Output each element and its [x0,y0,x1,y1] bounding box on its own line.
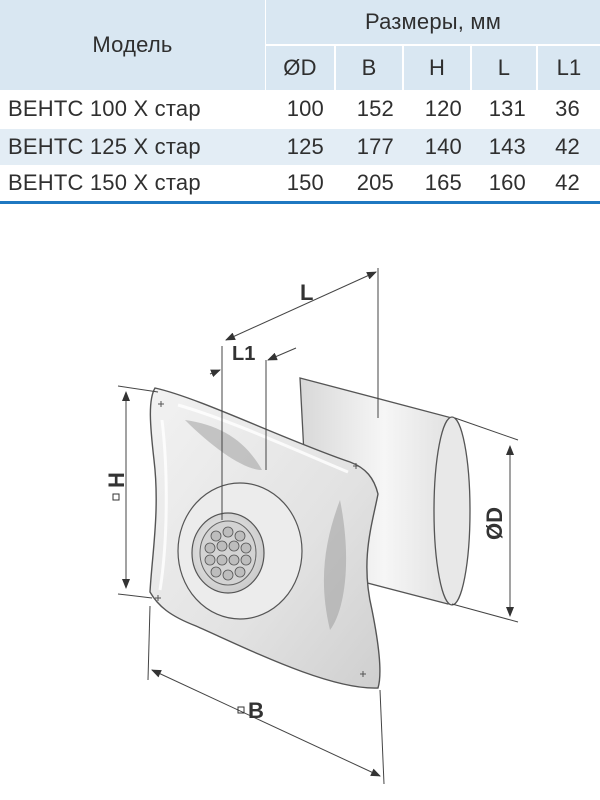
column-header-l: L [472,46,536,90]
model-name: ВЕНТС 100 Х стар [8,96,201,121]
grille-holes [204,526,252,581]
fan-front-panel [149,387,381,689]
dimensions-group-header: Размеры, мм [266,0,600,44]
dimension-h [117,385,159,599]
column-header-d: ØD [266,46,334,90]
value-h: 120 [424,96,462,121]
table-row: ВЕНТС 100 Х стар 100 152 120 131 36 [0,91,600,127]
value-d: 150 [286,170,324,195]
value-b: 205 [356,170,394,195]
dimension-b [147,605,385,785]
label-b: B [248,698,264,723]
value-d: 125 [286,134,324,159]
model-column-header: Модель [0,0,265,90]
value-h: 165 [424,170,462,195]
value-b: 177 [356,134,394,159]
dimensions-table: Модель Размеры, мм ØD B H L L1 ВЕНТС 100… [0,0,600,204]
value-l1: 42 [555,170,580,195]
label-d: ØD [482,507,507,540]
value-l: 143 [488,134,526,159]
fan-dimension-drawing: L L1 H ØD B [104,268,519,785]
value-l: 160 [488,170,526,195]
dimension-l [221,268,379,520]
model-name: ВЕНТС 125 Х стар [8,134,201,159]
table-row: ВЕНТС 125 Х стар 125 177 140 143 42 [0,129,600,165]
dimension-l1 [209,347,297,470]
table-bottom-rule [0,201,600,204]
dimension-d [451,417,519,623]
value-b: 152 [356,96,394,121]
label-l: L [300,280,313,305]
model-name: ВЕНТС 150 Х стар [8,170,201,195]
column-header-h: H [404,46,470,90]
label-l1: L1 [232,343,255,365]
table-row: ВЕНТС 150 Х стар 150 205 165 160 42 [0,165,600,201]
value-d: 100 [286,96,324,121]
label-h: H [104,472,129,488]
column-header-l1: L1 [538,46,600,90]
value-l: 131 [488,96,526,121]
value-l1: 36 [555,96,580,121]
value-l1: 42 [555,134,580,159]
square-symbol-b [237,706,245,714]
column-header-b: B [336,46,402,90]
square-symbol-h [112,493,120,501]
value-h: 140 [424,134,462,159]
